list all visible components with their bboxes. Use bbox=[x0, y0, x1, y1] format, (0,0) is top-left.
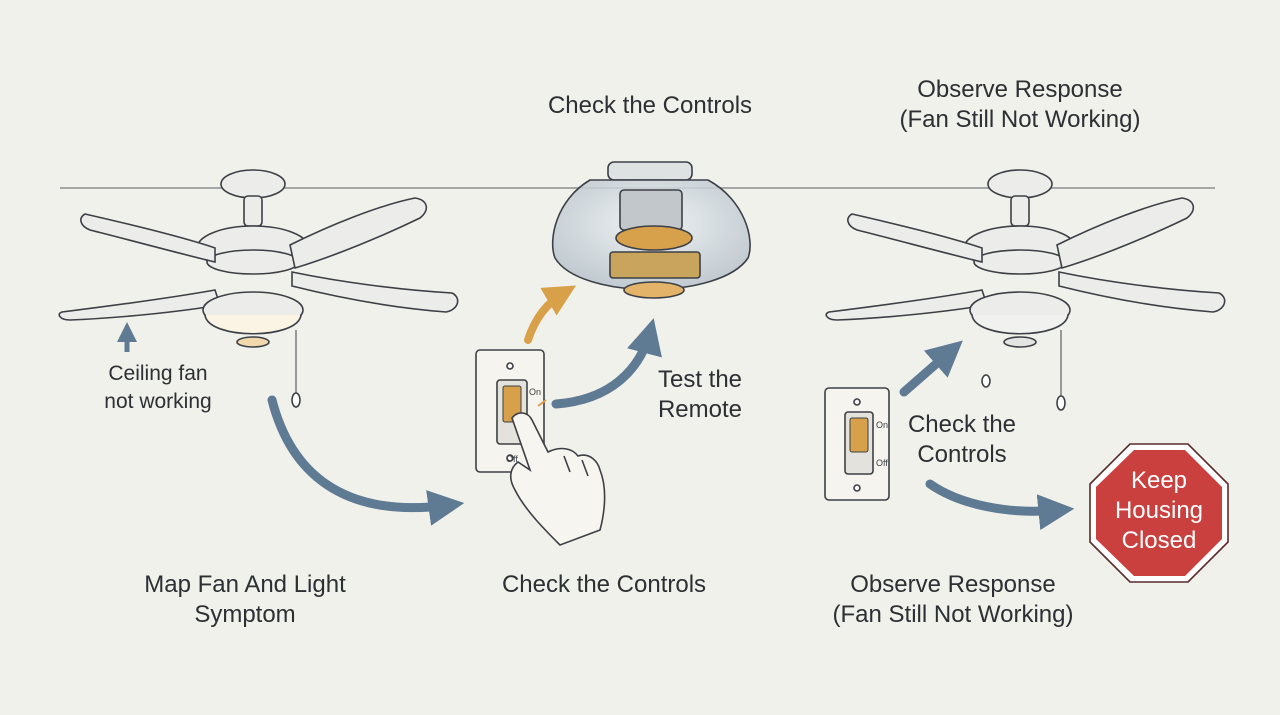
switch-on-label: On bbox=[529, 387, 541, 397]
arrow-icon bbox=[267, 395, 465, 526]
step-title-check-controls-bottom: Check the Controls bbox=[501, 571, 707, 598]
step-title-check-controls-top: Check the Controls bbox=[547, 92, 753, 119]
hand-pointer-icon bbox=[509, 399, 606, 546]
stop-sign-icon bbox=[1089, 443, 1229, 583]
arrow-icon bbox=[899, 340, 963, 397]
switch-on-label: On bbox=[876, 420, 888, 430]
arrow-icon bbox=[551, 318, 662, 409]
arrow-icon bbox=[524, 285, 577, 344]
test-remote-label: Test the Remote bbox=[657, 366, 743, 423]
step-title-map-symptom: Map Fan And Light Symptom bbox=[144, 571, 346, 628]
ceiling-fan-icon bbox=[58, 169, 459, 408]
light-housing-icon bbox=[551, 161, 751, 299]
switch-off-label: Off bbox=[876, 458, 888, 468]
switch-off-label: Off bbox=[506, 454, 518, 464]
ceiling-fan-icon bbox=[825, 169, 1226, 411]
arrow-icon bbox=[925, 479, 1075, 531]
wall-switch-icon bbox=[824, 387, 890, 501]
step-title-observe-response-top: Observe Response (Fan Still Not Working) bbox=[899, 76, 1141, 133]
step-title-observe-response-bottom: Observe Response (Fan Still Not Working) bbox=[832, 571, 1074, 628]
fan-note-label: Ceiling fan not working bbox=[104, 362, 212, 413]
stop-sign-text: Keep Housing Closed bbox=[1114, 467, 1204, 554]
check-controls-right-label: Check the Controls bbox=[907, 411, 1017, 468]
